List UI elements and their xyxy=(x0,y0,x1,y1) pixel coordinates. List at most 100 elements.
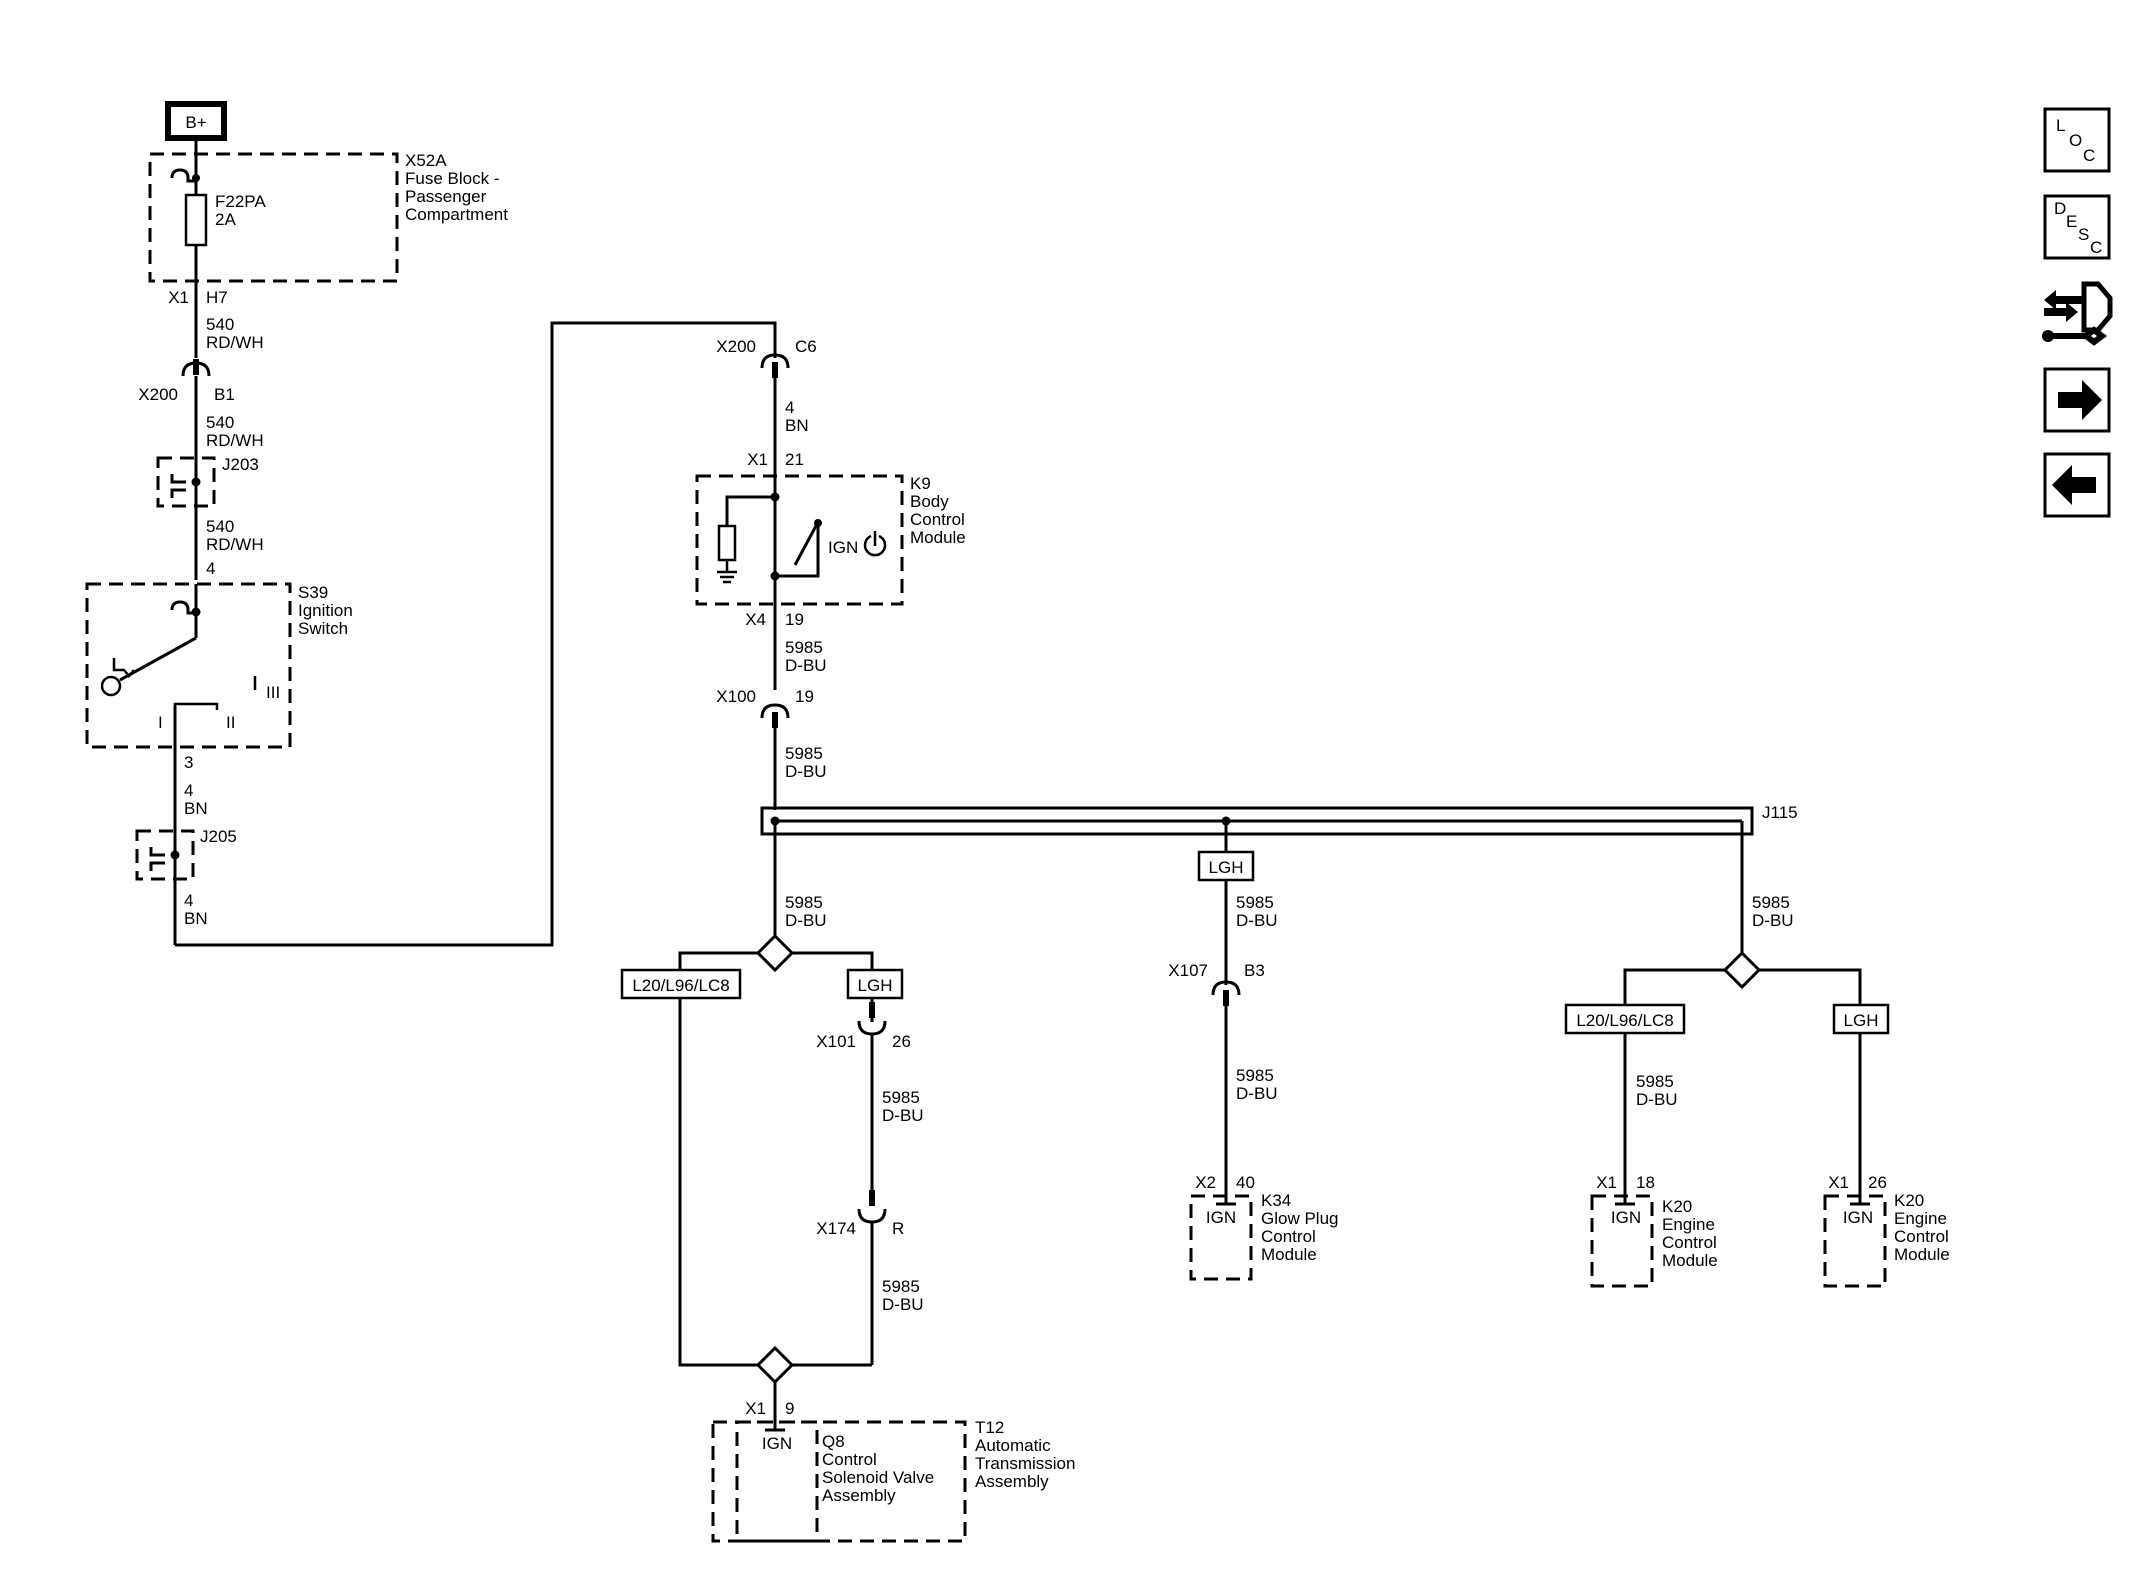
connector-label: X2 xyxy=(1195,1173,1216,1192)
option-label: LGH xyxy=(858,976,893,995)
connector-label: X1 xyxy=(168,288,189,307)
wire-number: 5985 xyxy=(882,1088,920,1107)
splice-j205: J205 xyxy=(135,827,237,881)
connector-x200-c6: X200 C6 xyxy=(716,337,817,378)
pin-label: 4 xyxy=(206,559,215,578)
wire-number: 540 xyxy=(206,517,234,536)
component-name: Module xyxy=(910,528,966,547)
component-id: K34 xyxy=(1261,1191,1291,1210)
connector-x100: X100 19 xyxy=(716,687,814,728)
component-name: Control xyxy=(1662,1233,1717,1252)
component-name: Control xyxy=(1894,1227,1949,1246)
fuse-block-name: Passenger xyxy=(405,187,487,206)
option-diamond xyxy=(1722,950,1762,990)
option-label: L20/L96/LC8 xyxy=(1576,1011,1673,1030)
splice-label: J115 xyxy=(1762,803,1798,822)
connector-label: X200 xyxy=(716,337,756,356)
desc-letter: S xyxy=(2078,225,2089,244)
connector-label: X174 xyxy=(816,1219,856,1238)
option-label: LGH xyxy=(1844,1011,1879,1030)
option-label: L20/L96/LC8 xyxy=(632,976,729,995)
ign-label: IGN xyxy=(828,538,858,557)
connector-label: X4 xyxy=(745,610,766,629)
wire-number: 5985 xyxy=(785,893,823,912)
description-button[interactable]: D E S C xyxy=(2043,194,2111,260)
wire-number: 540 xyxy=(206,413,234,432)
option-diamond xyxy=(755,1345,795,1385)
fuse-block-x52a: F22PA 2A X52A Fuse Block - Passenger Com… xyxy=(148,151,508,283)
desc-letter: C xyxy=(2090,238,2102,257)
pin-label: 3 xyxy=(184,753,193,772)
component-name: Transmission xyxy=(975,1454,1075,1473)
fuse-block-id: X52A xyxy=(405,151,447,170)
previous-page-button[interactable] xyxy=(2043,452,2111,518)
key-icon xyxy=(100,675,122,697)
pin-label: H7 xyxy=(206,288,228,307)
pullup-resistor xyxy=(717,524,737,562)
component-name: Engine xyxy=(1662,1215,1715,1234)
wire-number: 4 xyxy=(785,398,794,417)
option-box-lgh xyxy=(1197,850,1255,882)
option-box-lgh xyxy=(1832,1003,1890,1035)
pin-label: 21 xyxy=(785,450,804,469)
ign-label: IGN xyxy=(1206,1208,1236,1227)
connector-label: X107 xyxy=(1168,961,1208,980)
transmission-assembly-t12: IGN Q8 Control Solenoid Valve Assembly T… xyxy=(711,1418,1075,1543)
arrow-left-icon xyxy=(2052,465,2096,505)
fuse-block-name: Compartment xyxy=(405,205,508,224)
wire-color: D-BU xyxy=(1236,1084,1278,1103)
component-name: Control xyxy=(1261,1227,1316,1246)
desc-letter: E xyxy=(2066,212,2077,231)
next-page-button[interactable] xyxy=(2043,367,2111,433)
pin-label: 26 xyxy=(892,1032,911,1051)
engine-control-module-k20-b: IGN K20 Engine Control Module xyxy=(1823,1191,1950,1288)
wire-number: 5985 xyxy=(785,744,823,763)
component-name: Assembly xyxy=(822,1486,896,1505)
location-button[interactable]: L O C xyxy=(2043,107,2111,173)
wire-number: 4 xyxy=(184,781,193,800)
loc-letter: C xyxy=(2083,146,2095,165)
component-name: Switch xyxy=(298,619,348,638)
wire-number: 5985 xyxy=(1236,1066,1274,1085)
battery-positive-terminal: B+ xyxy=(165,101,227,141)
switch-position-label: I xyxy=(158,713,163,732)
ign-label: IGN xyxy=(762,1434,792,1453)
component-id: K20 xyxy=(1894,1191,1924,1210)
connector-label: X100 xyxy=(716,687,756,706)
wire-color: RD/WH xyxy=(206,333,264,352)
connector-label: X1 xyxy=(1828,1173,1849,1192)
wire-color: D-BU xyxy=(882,1106,924,1125)
component-name: Ignition xyxy=(298,601,353,620)
wire-color: D-BU xyxy=(785,656,827,675)
wire-color: BN xyxy=(785,416,809,435)
wire-color: D-BU xyxy=(785,762,827,781)
component-id: Q8 xyxy=(822,1432,845,1451)
connector-label: X200 xyxy=(138,385,178,404)
wire-color: D-BU xyxy=(785,911,827,930)
wire-color: D-BU xyxy=(1636,1090,1678,1109)
option-box-lgh xyxy=(846,968,904,1000)
fuse-id: F22PA xyxy=(215,192,266,211)
connector-x200-b1: X200 B1 xyxy=(138,359,235,404)
splice-label: J205 xyxy=(200,827,237,846)
diagnostic-connector-wrench-icon[interactable] xyxy=(2042,281,2113,346)
splice-label: J203 xyxy=(222,455,259,474)
pin-label: C6 xyxy=(795,337,817,356)
wire-color: RD/WH xyxy=(206,431,264,450)
component-name: Glow Plug xyxy=(1261,1209,1338,1228)
loc-letter: O xyxy=(2069,131,2082,150)
pin-label: 19 xyxy=(795,687,814,706)
connector-label: X101 xyxy=(816,1032,856,1051)
wire-number: 5985 xyxy=(785,638,823,657)
wire-number: 4 xyxy=(184,891,193,910)
loc-letter: L xyxy=(2056,116,2065,135)
component-name: Body xyxy=(910,492,949,511)
connector-x107: X107 B3 xyxy=(1168,961,1265,1006)
glow-plug-control-module-k34: IGN K34 Glow Plug Control Module xyxy=(1189,1191,1338,1281)
ign-label: IGN xyxy=(1843,1208,1873,1227)
wire-number: 540 xyxy=(206,315,234,334)
component-name: Module xyxy=(1662,1251,1718,1270)
wire-color: D-BU xyxy=(1236,911,1278,930)
component-id: S39 xyxy=(298,583,328,602)
